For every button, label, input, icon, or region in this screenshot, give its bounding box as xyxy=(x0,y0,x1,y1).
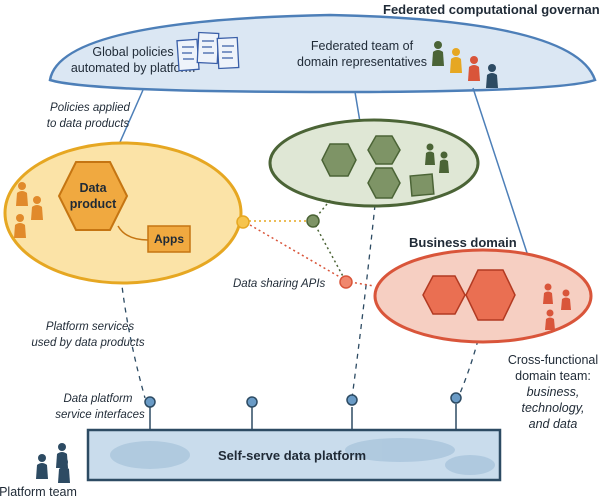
data-product-line-1: Data xyxy=(79,181,107,195)
apps-box xyxy=(147,225,191,253)
red-domain-products xyxy=(422,269,516,321)
platform-services-line-2: used by data products xyxy=(31,337,144,349)
policies-line-2: automated by platform xyxy=(71,61,195,75)
domain-representatives-icon xyxy=(432,41,498,88)
platform-texture xyxy=(110,438,495,475)
yellow-api-port[interactable] xyxy=(236,215,250,229)
cross-functional-line-1: Cross-functional xyxy=(508,353,598,367)
data-sharing-connectors xyxy=(244,197,375,287)
policy-documents-icon xyxy=(176,31,240,72)
federated-team-line-2: domain representatives xyxy=(297,55,427,69)
data-product-hexagon xyxy=(57,161,129,231)
cross-functional-line-3: business, xyxy=(527,385,580,399)
green-domain-team-icon xyxy=(425,143,449,173)
apps-label: Apps xyxy=(154,232,184,246)
green-domain-products xyxy=(321,135,435,199)
platform-team-label: Platform team xyxy=(0,485,77,499)
apps-connector xyxy=(117,225,149,241)
data-sharing-apis-label: Data sharing APIs xyxy=(233,278,326,290)
business-domain-title: Business domain xyxy=(409,235,517,250)
service-interface-pin-4[interactable] xyxy=(450,392,462,404)
service-interface-pins xyxy=(149,404,457,430)
red-api-port[interactable] xyxy=(339,275,353,289)
policies-line-1: Global policies xyxy=(92,45,173,59)
policies-applied-line-2: to data products xyxy=(47,118,130,130)
cross-functional-line-4: technology, xyxy=(521,401,584,415)
red-domain-team-icon xyxy=(543,283,571,330)
yellow-domain-team-icon xyxy=(14,182,43,238)
platform-title: Self-serve data platform xyxy=(218,448,366,463)
cross-functional-line-5: and data xyxy=(529,417,578,431)
service-interfaces-line-2: service interfaces xyxy=(55,409,145,421)
governance-title: Federated computational governance xyxy=(383,2,600,17)
service-interface-pin-1[interactable] xyxy=(144,396,156,408)
service-interface-pin-2[interactable] xyxy=(246,396,258,408)
data-product-line-2: product xyxy=(70,197,117,211)
federated-team-line-1: Federated team of xyxy=(311,39,414,53)
policies-applied-line-1: Policies applied xyxy=(50,102,131,114)
service-interface-pin-3[interactable] xyxy=(346,394,358,406)
service-interfaces-line-1: Data platform xyxy=(63,393,132,405)
platform-team-icon xyxy=(36,443,70,483)
cross-functional-line-2: domain team: xyxy=(515,369,591,383)
green-api-port[interactable] xyxy=(306,214,320,228)
platform-services-line-1: Platform services xyxy=(46,321,134,333)
